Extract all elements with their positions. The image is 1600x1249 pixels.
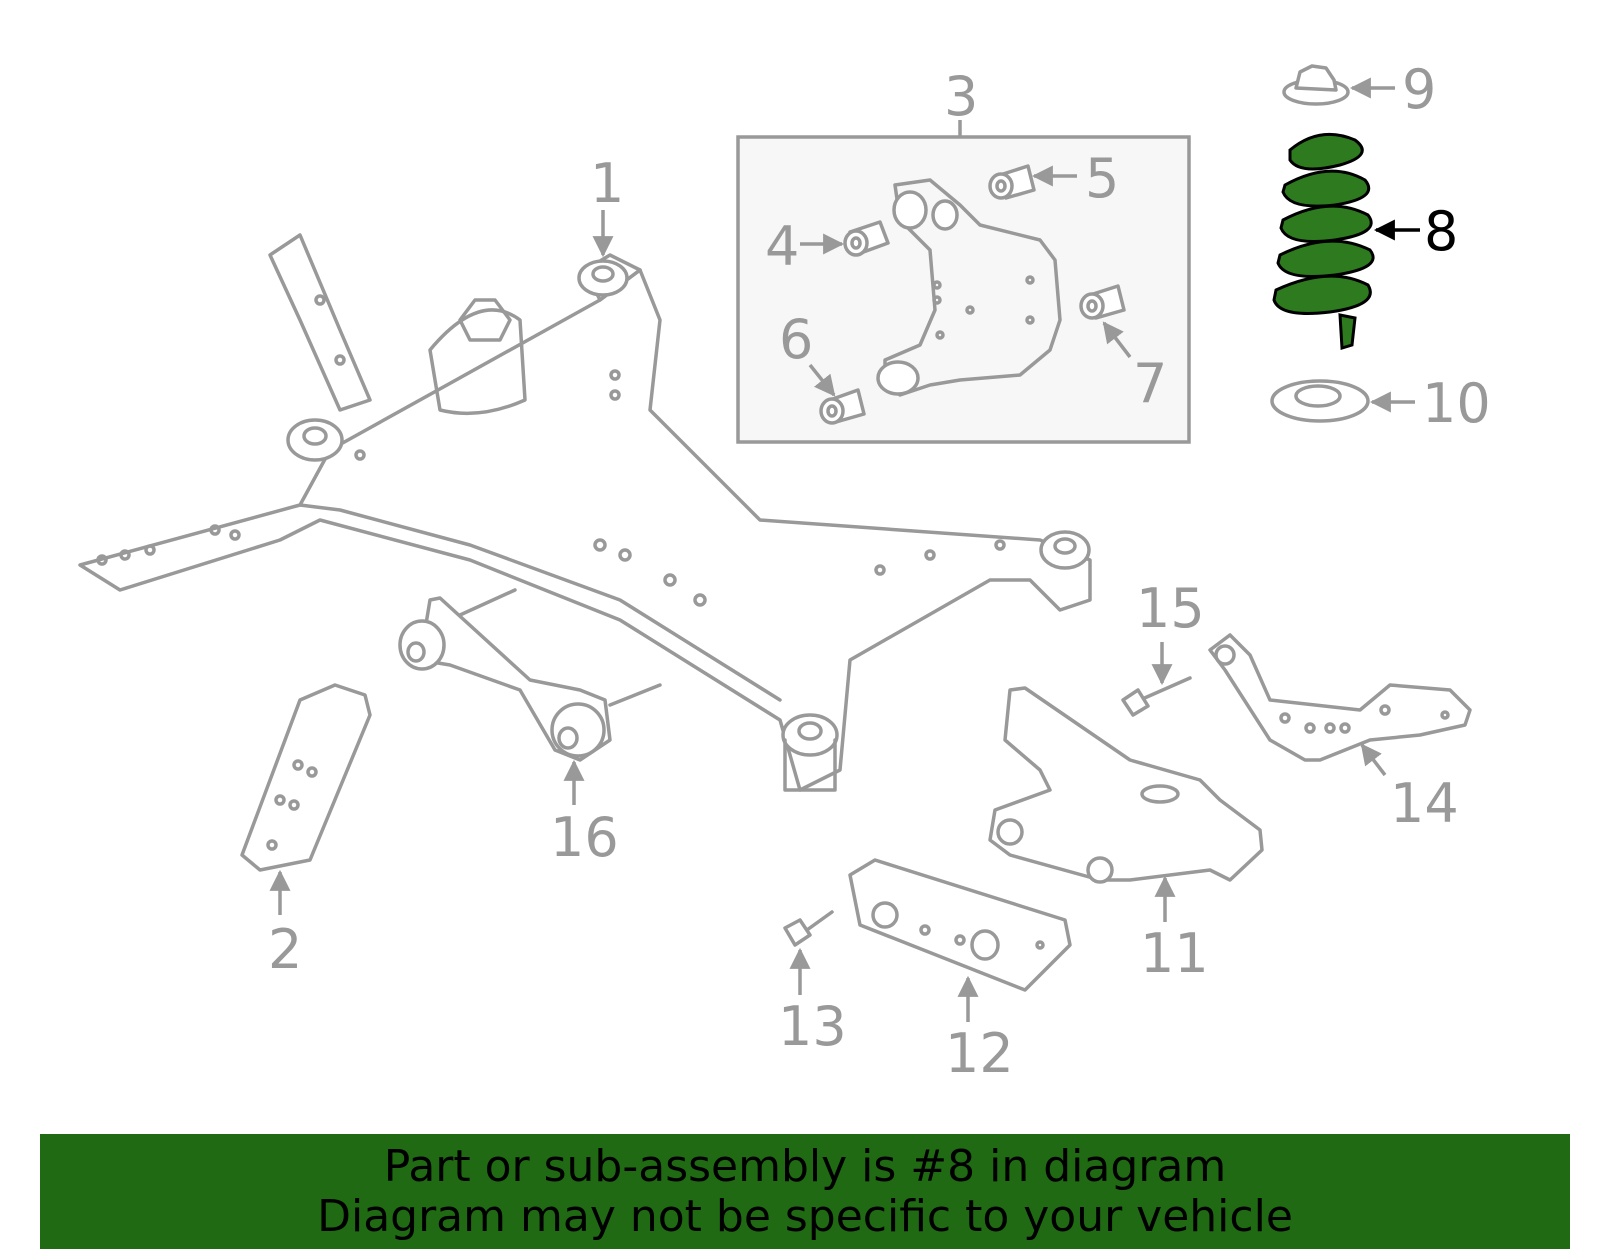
callout-4: 4 bbox=[765, 215, 799, 278]
bushing-6 bbox=[819, 388, 866, 425]
callout-8: 8 bbox=[1424, 200, 1458, 263]
callout-6: 6 bbox=[779, 308, 813, 371]
callout-11: 11 bbox=[1140, 922, 1209, 985]
bracket-holes bbox=[266, 759, 318, 851]
bolt-part-13 bbox=[783, 910, 834, 947]
bolt-part-15 bbox=[1121, 676, 1192, 717]
upper-arm-part-14 bbox=[1208, 633, 1472, 762]
callout-12: 12 bbox=[945, 1022, 1014, 1085]
coil-spring-part-8 bbox=[1272, 132, 1375, 350]
lower-spring-seat-part-10 bbox=[1270, 379, 1370, 423]
callout-7: 7 bbox=[1133, 352, 1167, 415]
leader-lines bbox=[269, 77, 1420, 1022]
banner-line-1: Part or sub-assembly is #8 in diagram bbox=[383, 1141, 1227, 1192]
callout-5: 5 bbox=[1085, 147, 1119, 210]
bushing-7 bbox=[1079, 284, 1126, 320]
bracket-part-2 bbox=[240, 683, 372, 872]
callout-1: 1 bbox=[590, 152, 624, 215]
knuckle bbox=[883, 178, 1062, 397]
callout-2: 2 bbox=[268, 918, 302, 981]
callout-10: 10 bbox=[1422, 372, 1491, 435]
knuckle-holes bbox=[932, 275, 1035, 340]
link-part-12 bbox=[848, 858, 1072, 992]
knuckle-assembly-box bbox=[736, 135, 1191, 444]
info-banner: Part or sub-assembly is #8 in diagram Di… bbox=[40, 1134, 1570, 1249]
callout-9: 9 bbox=[1402, 58, 1436, 121]
subframe-crossmember bbox=[78, 233, 1092, 792]
callout-3: 3 bbox=[944, 65, 978, 128]
lower-arm-part-11 bbox=[988, 686, 1264, 882]
banner-line-2: Diagram may not be specific to your vehi… bbox=[317, 1191, 1293, 1242]
callout-14: 14 bbox=[1390, 772, 1459, 835]
upper-insulator-part-9 bbox=[1282, 64, 1350, 106]
bushing-4 bbox=[843, 220, 890, 257]
bushing-5 bbox=[988, 164, 1036, 200]
callout-16: 16 bbox=[550, 806, 619, 869]
toe-link-part-16 bbox=[398, 588, 662, 762]
callout-13: 13 bbox=[778, 995, 847, 1058]
callout-15: 15 bbox=[1136, 577, 1205, 640]
